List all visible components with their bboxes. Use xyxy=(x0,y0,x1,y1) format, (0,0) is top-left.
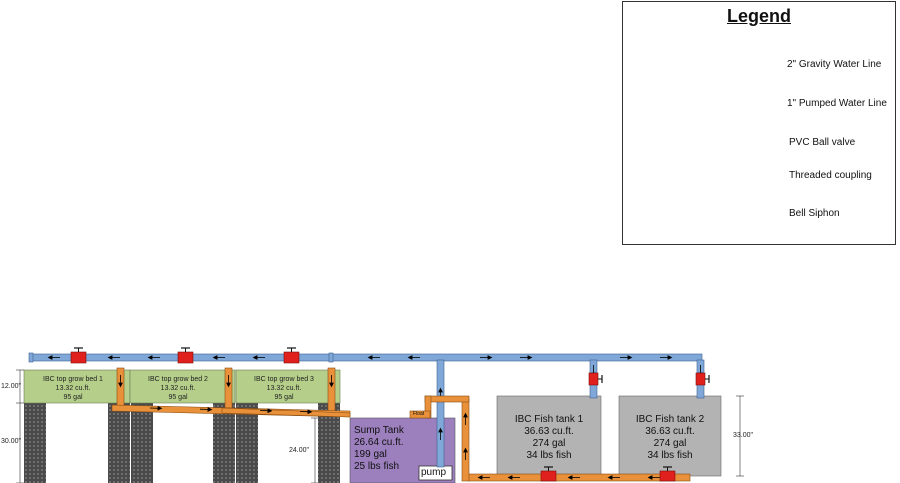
ball-valves xyxy=(70,347,710,482)
pump-box xyxy=(418,465,453,481)
stand-1a xyxy=(24,403,46,483)
grow-bed-3-label: IBC top grow bed 3 13.32 cu.ft. 95 gal xyxy=(241,375,327,402)
legend-title: Legend xyxy=(726,6,791,26)
fish-tank-1-name: IBC Fish tank 1 xyxy=(514,414,584,425)
valve-grow-bed-2 xyxy=(177,347,194,364)
grow-bed-3-volume: 13.32 cu.ft. xyxy=(266,385,302,392)
grow-bed-2 xyxy=(129,369,236,404)
dim-stand-height: 30.00" xyxy=(1,438,22,445)
dimension-lines xyxy=(16,369,744,483)
stand-2a xyxy=(131,403,153,483)
valve-fish-tank-2 xyxy=(695,372,710,386)
float-label: Float xyxy=(413,411,425,417)
fish-tank-2-volume: 36.63 cu.ft. xyxy=(645,426,695,437)
grow-bed-2-gallons: 95 gal xyxy=(168,394,188,401)
pump-label: pump xyxy=(421,467,447,478)
grow-beds xyxy=(23,369,341,404)
grow-bed-1-volume: 13.32 cu.ft. xyxy=(55,385,91,392)
grow-bed-1-label: IBC top grow bed 1 13.32 cu.ft. 95 gal xyxy=(30,375,116,402)
sump-name: Sump Tank xyxy=(354,425,404,436)
grow-bed-3-name: IBC top grow bed 3 xyxy=(254,376,314,383)
gravity-water-line xyxy=(111,367,691,482)
fish-tank-2-name: IBC Fish tank 2 xyxy=(635,414,705,425)
legend-label-coupling: Threaded coupling xyxy=(789,170,872,181)
stand-3b xyxy=(318,403,340,483)
fish-tank-2-fish: 34 lbs fish xyxy=(647,450,693,461)
stand-2b xyxy=(213,403,235,483)
sump-tank-label: Sump Tank 26.64 cu.ft. 199 gal 25 lbs fi… xyxy=(354,425,434,473)
dim-sump-height: 24.00" xyxy=(289,447,310,454)
legend: Legend xyxy=(622,1,896,245)
valve-drain-1 xyxy=(540,466,557,482)
grow-bed-stands xyxy=(24,403,340,483)
grow-bed-1-name: IBC top grow bed 1 xyxy=(43,376,103,383)
fish-tank-1 xyxy=(496,395,602,477)
grow-bed-2-label: IBC top grow bed 2 13.32 cu.ft. 95 gal xyxy=(135,375,221,402)
valve-grow-bed-3 xyxy=(283,347,300,364)
legend-label-valve: PVC Ball valve xyxy=(789,137,856,148)
legend-label-pumped: 1" Pumped Water Line xyxy=(787,98,887,109)
dim-grow-bed-height: 12.00" xyxy=(1,383,22,390)
valve-drain-2 xyxy=(659,466,676,482)
grow-bed-3 xyxy=(235,369,341,404)
legend-label-gravity: 2" Gravity Water Line xyxy=(787,59,882,70)
fish-tank-2-gallons: 274 gal xyxy=(653,438,687,449)
grow-bed-3-gallons: 95 gal xyxy=(274,394,294,401)
grow-bed-2-name: IBC top grow bed 2 xyxy=(148,376,208,383)
fish-tank-1-label: IBC Fish tank 1 36.63 cu.ft. 274 gal 34 … xyxy=(497,414,601,462)
fish-tank-1-volume: 36.63 cu.ft. xyxy=(524,426,574,437)
legend-label-bell-siphon: Bell Siphon xyxy=(789,208,840,219)
grow-bed-2-volume: 13.32 cu.ft. xyxy=(160,385,196,392)
fish-tank-2 xyxy=(618,395,722,477)
grow-bed-1-gallons: 95 gal xyxy=(63,394,83,401)
fish-tank-1-gallons: 274 gal xyxy=(532,438,566,449)
valve-fish-tank-1 xyxy=(588,372,603,386)
stand-3a xyxy=(236,403,258,483)
fish-tank-1-fish: 34 lbs fish xyxy=(526,450,572,461)
sump-gallons: 199 gal xyxy=(354,449,387,460)
stand-1b xyxy=(108,403,130,483)
dim-fish-tank-height: 33.00" xyxy=(733,432,754,439)
fish-tank-2-label: IBC Fish tank 2 36.63 cu.ft. 274 gal 34 … xyxy=(619,414,721,462)
sump-fish: 25 lbs fish xyxy=(354,461,400,472)
sump-volume: 26.64 cu.ft. xyxy=(354,437,404,448)
valve-grow-bed-1 xyxy=(70,347,87,364)
